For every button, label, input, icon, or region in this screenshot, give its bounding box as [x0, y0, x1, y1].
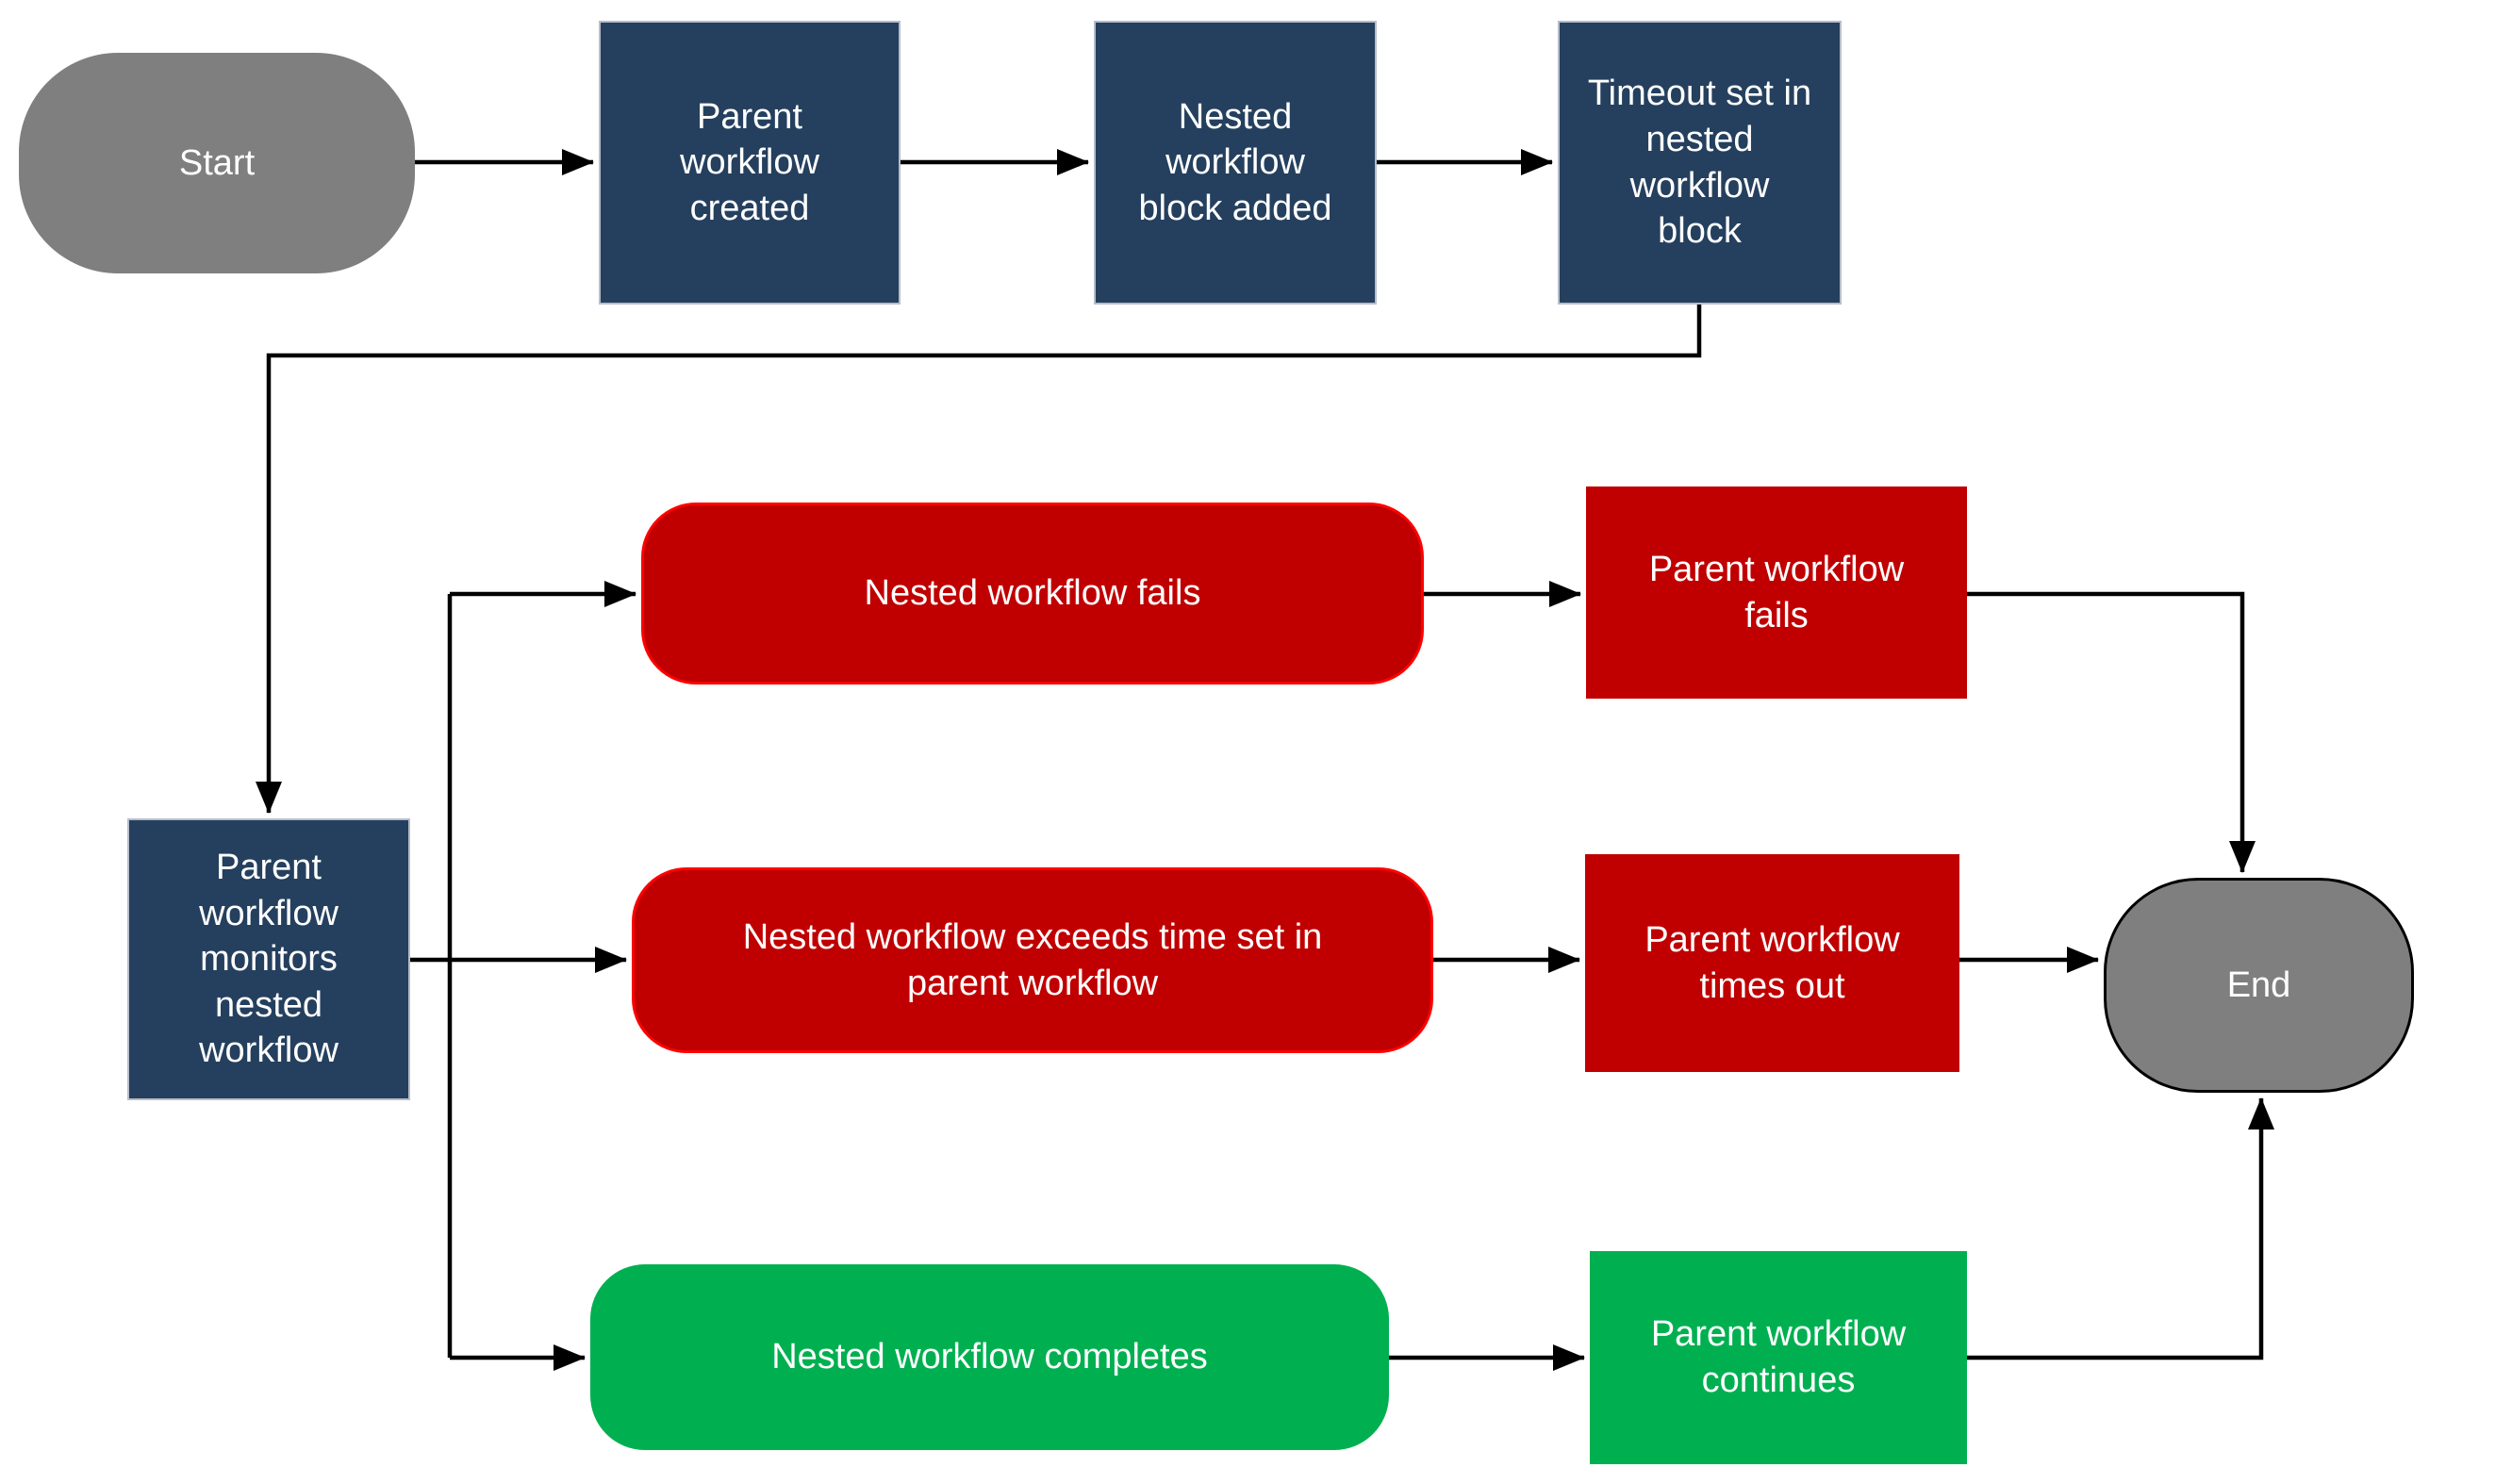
node-nested-workflow-completes: Nested workflow completes [590, 1264, 1389, 1450]
node-nested-workflow-fails-label: Nested workflow fails [864, 573, 1201, 614]
node-nested-workflow-exceeds-time: Nested workflow exceeds time set in pare… [632, 867, 1433, 1053]
node-nested-workflow-fails: Nested workflow fails [641, 503, 1424, 684]
node-parent-workflow-times-out-label: Parent workflow times out [1644, 919, 1900, 1006]
node-nested-workflow-block-added: Nested workflow block added [1094, 21, 1377, 305]
node-nested-workflow-block-added-label: Nested workflow block added [1138, 96, 1332, 228]
connector-parent-continues-to-end [1967, 1097, 2274, 1360]
node-start-label: Start [178, 142, 256, 183]
node-parent-workflow-fails-label: Parent workflow fails [1648, 549, 1905, 635]
node-parent-workflow-continues-label: Parent workflow continues [1650, 1314, 1907, 1400]
node-parent-workflow-monitors-nested-workflow-label: Parent workflow monitors nested workflow [199, 847, 339, 1071]
node-start: Start [19, 53, 415, 273]
node-end-label: End [2226, 965, 2291, 1005]
node-timeout-set-in-nested-workflow-block: Timeout set in nested workflow block [1558, 21, 1842, 305]
node-parent-workflow-created: Parent workflow created [599, 21, 901, 305]
node-parent-workflow-monitors-nested-workflow: Parent workflow monitors nested workflow [127, 818, 410, 1100]
node-nested-workflow-exceeds-time-label: Nested workflow exceeds time set in pare… [742, 916, 1323, 1003]
node-parent-workflow-created-label: Parent workflow created [680, 96, 819, 228]
node-end: End [2104, 878, 2414, 1093]
node-parent-workflow-fails: Parent workflow fails [1586, 486, 1967, 699]
node-parent-workflow-continues: Parent workflow continues [1590, 1251, 1967, 1464]
node-nested-workflow-completes-label: Nested workflow completes [771, 1337, 1208, 1377]
connector-parent-fails-to-end [1967, 591, 2256, 873]
node-parent-workflow-times-out: Parent workflow times out [1585, 854, 1959, 1072]
connector-timeout-set-to-monitors [256, 305, 1702, 814]
node-timeout-set-in-nested-workflow-block-label: Timeout set in nested workflow block [1587, 74, 1812, 252]
